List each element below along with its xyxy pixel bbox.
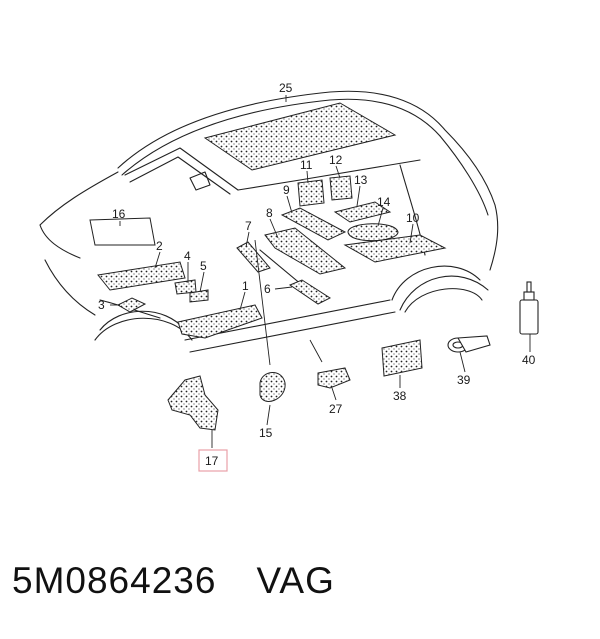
callout-1: 1 xyxy=(242,279,249,293)
callout-5: 5 xyxy=(200,259,207,273)
pad-3 xyxy=(116,297,147,313)
callout-38: 38 xyxy=(393,389,407,403)
pad-13 xyxy=(333,201,392,223)
part-number: 5M0864236 xyxy=(12,560,217,601)
pad-10 xyxy=(343,234,447,263)
pad-4 xyxy=(174,279,197,295)
callout-11: 11 xyxy=(300,158,313,172)
callout-7: 7 xyxy=(245,219,252,233)
callout-14: 14 xyxy=(377,195,391,209)
callout-15: 15 xyxy=(259,426,273,440)
parts-diagram: 25 16 2 3 4 5 1 6 7 8 9 11 12 13 14 10 1… xyxy=(39,81,539,472)
callout-12: 12 xyxy=(329,153,343,167)
pad-38 xyxy=(381,339,423,377)
callout-3: 3 xyxy=(98,298,105,312)
callout-2: 2 xyxy=(156,239,163,253)
pad-15 xyxy=(259,372,286,402)
callout-4: 4 xyxy=(184,249,191,263)
callout-13: 13 xyxy=(354,173,368,187)
pad-17 xyxy=(167,375,219,431)
pad-1 xyxy=(177,304,263,339)
pad-9 xyxy=(280,207,347,241)
callout-6: 6 xyxy=(264,282,271,296)
brand-label: VAG xyxy=(256,560,335,601)
part-number-caption: 5M0864236 VAG xyxy=(12,560,335,602)
pad-27 xyxy=(317,367,351,389)
callout-39: 39 xyxy=(457,373,471,387)
insulation-pads xyxy=(89,102,447,431)
callout-10: 10 xyxy=(406,211,420,225)
highlight-box xyxy=(198,449,228,472)
accessories xyxy=(447,281,539,353)
callout-9: 9 xyxy=(283,183,290,197)
pad-2 xyxy=(97,261,186,291)
pad-6 xyxy=(288,279,332,305)
pad-11 xyxy=(297,179,325,207)
callout-17: 17 xyxy=(205,454,219,468)
leader-lines xyxy=(110,95,531,448)
pad-12 xyxy=(329,175,353,201)
callout-40: 40 xyxy=(522,353,536,367)
callouts: 25 16 2 3 4 5 1 6 7 8 9 11 12 13 14 10 1… xyxy=(98,81,536,468)
callout-8: 8 xyxy=(266,206,273,220)
callout-25: 25 xyxy=(279,81,293,95)
callout-27: 27 xyxy=(329,402,343,416)
pad-8 xyxy=(264,227,347,275)
pad-14 xyxy=(347,223,399,242)
pad-16 xyxy=(89,217,156,246)
pad-7 xyxy=(236,241,271,273)
callout-16: 16 xyxy=(112,207,126,221)
sunroof-pad xyxy=(203,102,397,171)
pad-5 xyxy=(189,289,209,303)
